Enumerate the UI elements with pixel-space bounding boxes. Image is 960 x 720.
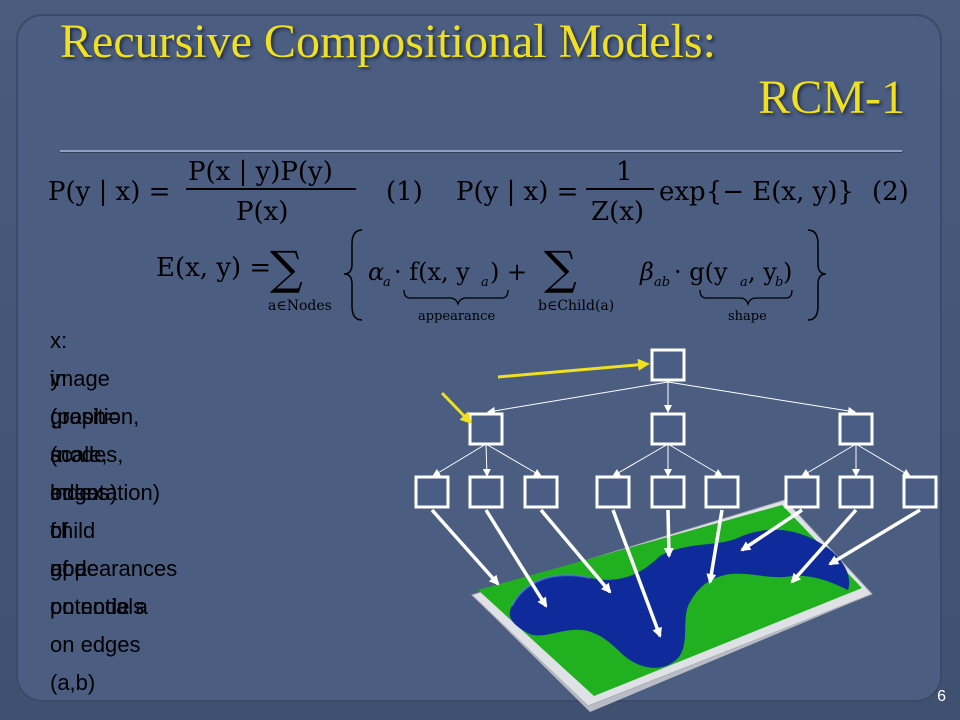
alpha-symbol: α [368, 258, 384, 286]
sum-symbol-2: ∑ [544, 241, 577, 295]
title-line-1: Recursive Compositional Models: [60, 15, 716, 68]
label-g: g: potentials on edges (a,b) [50, 556, 145, 695]
label-pointer-arrows [440, 358, 650, 425]
label-f: f: appearances on node a [50, 518, 178, 619]
mid-node-1 [468, 412, 504, 446]
graph-to-node-arrow [440, 391, 473, 425]
g-mid: , y [748, 258, 777, 286]
shape-label: shape [728, 309, 767, 324]
title-line-2: RCM-1 [758, 71, 905, 124]
f-close: ) + [490, 258, 527, 286]
title-divider [60, 150, 902, 153]
left-brace [343, 229, 363, 321]
label-b: b: child of a [50, 480, 96, 581]
mid-node-2 [650, 412, 686, 446]
f-subscript: a [481, 275, 489, 290]
y-to-root-arrow [497, 358, 650, 379]
eq2-numerator: 1 [616, 157, 633, 187]
leaf-node-7 [784, 475, 820, 509]
alpha-subscript: a [383, 275, 391, 290]
g-close: ) [783, 258, 792, 286]
tree-nodes [414, 348, 938, 509]
appearance-label: appearance [418, 309, 495, 324]
sum1-subscript: a∈Nodes [268, 298, 332, 314]
sum-symbol-1: ∑ [270, 241, 303, 295]
beta-symbol: β [639, 258, 654, 286]
equation-row-1: P(y | x) = P(x | y)P(y) P(x) (1) P(y | x… [48, 157, 909, 227]
tree-edges [432, 381, 911, 477]
segmentation-map [471, 499, 873, 712]
label-x: x: image [50, 328, 110, 391]
leaf-node-1 [414, 475, 450, 509]
eq1-lhs: P(y | x) = [48, 177, 170, 207]
eq1-tag: (1) [386, 177, 423, 207]
g-subscript-a: a [740, 275, 748, 290]
energy-equation: E(x, y) = ∑ a∈Nodes α a · f(x, y a ) + a… [156, 229, 827, 324]
mid-node-3 [838, 412, 874, 446]
underbrace-appearance [403, 289, 509, 307]
eq2-lhs: P(y | x) = [456, 177, 578, 207]
energy-lhs: E(x, y) = [156, 253, 271, 283]
leaf-to-map-arrows [430, 508, 921, 638]
page-number: 6 [937, 688, 946, 705]
label-graph: graph=(nodes, edges) [50, 404, 124, 505]
root-node [650, 348, 686, 382]
eq1-denominator: P(x) [236, 197, 288, 227]
leaf-node-3 [523, 475, 559, 509]
leaf-node-4 [595, 475, 631, 509]
shape-term: · g(y [674, 258, 728, 286]
label-y: y: (position, scale, orientation) [50, 366, 161, 505]
eq2-exponential: exp{− E(x, y)} [659, 177, 854, 207]
g-subscript-b: b [775, 275, 783, 290]
leaf-node-8 [838, 475, 874, 509]
leaf-node-2 [468, 475, 504, 509]
underbrace-shape [699, 289, 793, 307]
eq2-denominator: Z(x) [591, 197, 644, 227]
map-blue-region [509, 529, 850, 668]
slide-title: Recursive Compositional Models: RCM-1 [60, 14, 910, 126]
leaf-node-6 [704, 475, 740, 509]
label-a: a: index of node [50, 442, 103, 581]
appearance-term: · f(x, y [394, 258, 470, 286]
beta-subscript: ab [654, 275, 670, 290]
sum2-subscript: b∈Child(a) [538, 298, 614, 314]
eq1-numerator: P(x | y)P(y) [188, 157, 333, 187]
right-brace [807, 229, 827, 321]
leaf-node-9 [902, 475, 938, 509]
eq2-tag: (2) [872, 177, 909, 207]
leaf-node-5 [650, 475, 686, 509]
